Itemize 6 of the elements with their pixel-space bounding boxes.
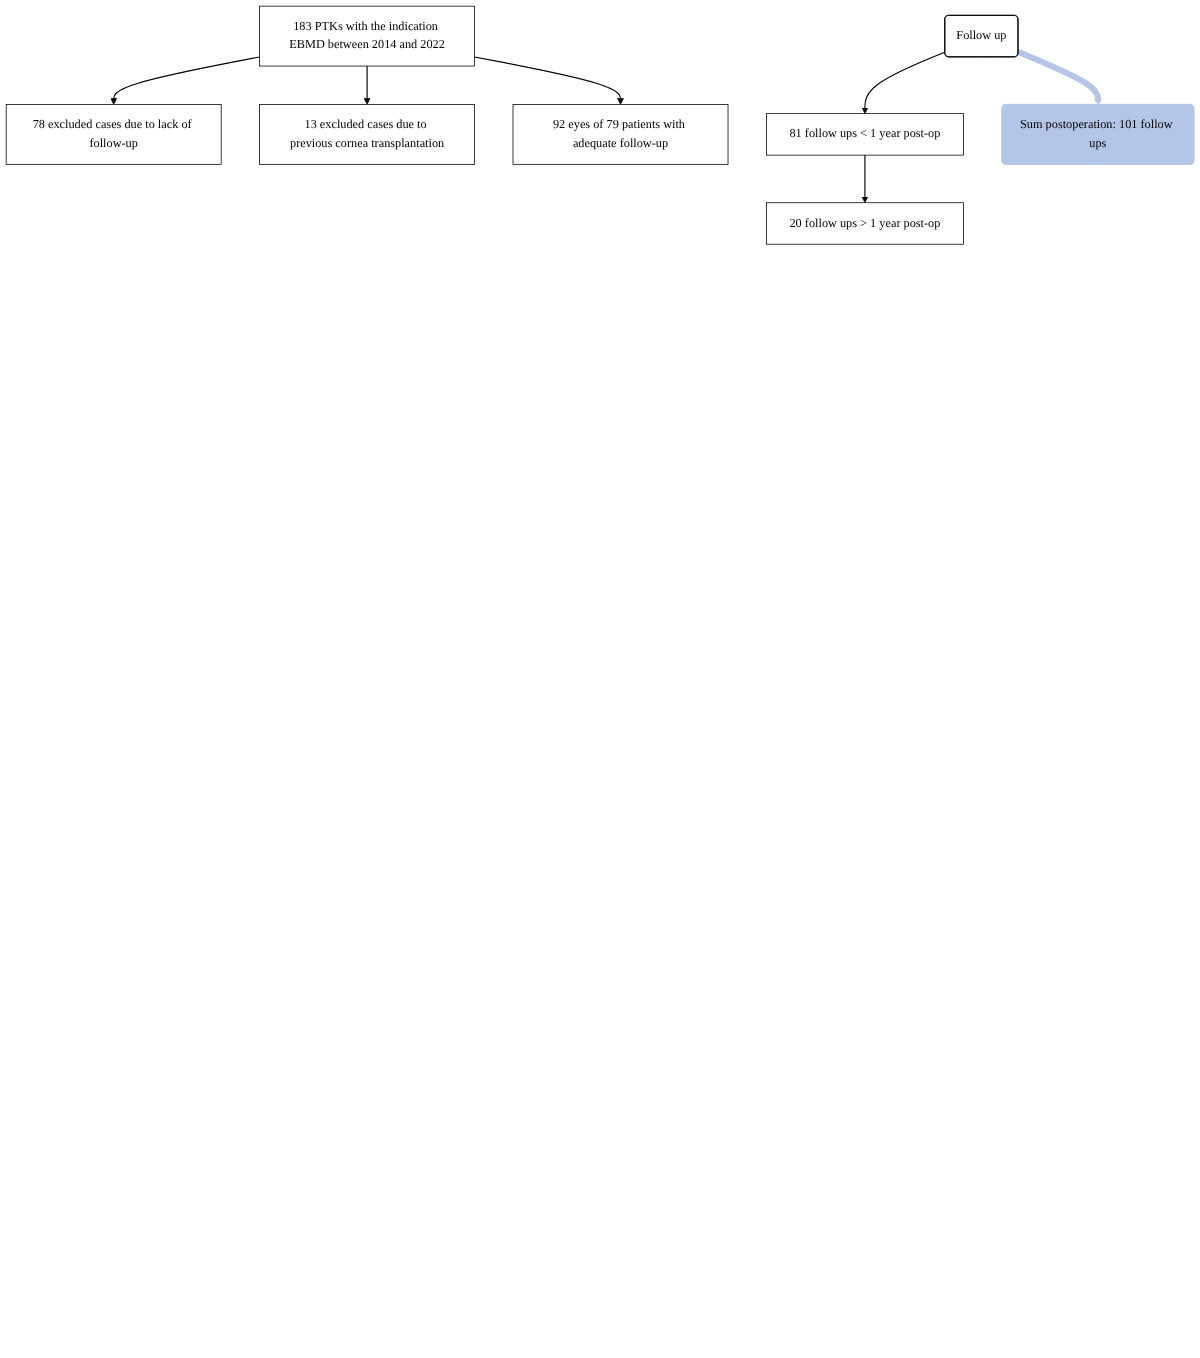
arrow (861, 154, 869, 204)
arrow (861, 51, 946, 114)
arrow (1017, 49, 1102, 106)
arrow (474, 56, 624, 105)
arrow (110, 56, 261, 105)
arrow (363, 65, 371, 105)
